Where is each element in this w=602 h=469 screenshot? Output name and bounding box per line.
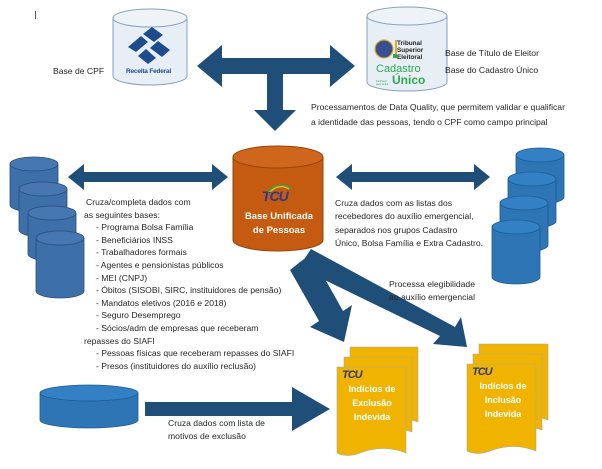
exclusion-doc-tcu-logo: TCU xyxy=(342,369,363,381)
right-desc-line-4: Único, Bolsa Família e Extra Cadastro. xyxy=(335,238,484,249)
central-title-line-1: Base Unificada xyxy=(244,211,314,222)
receita-federal-logo-text: Receita Federal xyxy=(126,68,172,75)
central-title-line-2: de Pessoas xyxy=(252,225,306,236)
base-item: - Seguro Desemprego xyxy=(96,310,181,321)
exclusion-reasons-line-2: motivos de exclusão xyxy=(168,431,246,441)
inclusion-doc-line-1: Indícios de xyxy=(479,381,527,391)
text-cursor xyxy=(35,11,36,19)
central-database-title: Base Unificada de Pessoas xyxy=(236,210,322,238)
left-database-stack xyxy=(9,156,85,299)
base-item: - Mandatos eletivos (2016 e 2018) xyxy=(96,297,227,308)
inclusion-doc-tcu-logo: TCU xyxy=(472,366,493,378)
cpf-base-label: Base de CPF xyxy=(53,66,105,76)
tse-line-1: Tribunal xyxy=(397,40,422,47)
right-double-arrow xyxy=(336,164,490,190)
right-database-stack xyxy=(491,147,565,285)
left-intro-line-1: Cruza/completa dados com xyxy=(86,197,191,207)
eligibility-arrows xyxy=(290,249,467,347)
tcu-arc-icon xyxy=(267,184,292,193)
top-t-arrow xyxy=(197,45,355,131)
tse-emblem-icon xyxy=(374,39,394,59)
inclusion-document-stack xyxy=(466,343,549,454)
cadastro-unico-base-label: Base do Cadastro Único xyxy=(445,65,539,75)
eligibility-line-2: ao auxílio emergencial xyxy=(389,292,475,302)
tse-logo-text: Tribunal Superior Eleitoral xyxy=(397,40,423,61)
cadastro-tagline: Conhecer para incluir xyxy=(376,80,389,86)
base-item: - Óbitos (SISOBI, SIRC, instituidores de… xyxy=(96,285,282,296)
inclusion-doc-title: Indícios de Inclusão Indevida xyxy=(469,379,537,421)
receita-federal-logo-icon xyxy=(128,27,170,64)
central-database xyxy=(232,145,324,252)
right-desc-line-1: Cruza dados com as listas dos xyxy=(335,198,453,208)
exclusion-reasons-database xyxy=(39,384,139,429)
right-desc-line-3: separados nos grupos Cadastro xyxy=(335,224,458,235)
top-right-labels: Base de Título de Eleitor Base do Cadast… xyxy=(445,45,539,79)
bottom-right-arrow xyxy=(145,387,330,431)
base-item: - Beneficiários INSS xyxy=(96,234,173,245)
voter-title-base-label: Base de Título de Eleitor xyxy=(445,48,539,58)
cadastro-unico-logo: Cadastro Conhecer para incluir Único xyxy=(376,63,426,87)
base-item: - Trabalhadores formais xyxy=(96,247,187,258)
bases-list: - Programa Bolsa Família- Beneficiários … xyxy=(84,221,294,334)
tse-line-2: Superior xyxy=(397,47,424,54)
tse-cadastro-database xyxy=(366,6,448,92)
exclusion-doc-title: Indícios de Exclusão Indevida xyxy=(337,382,407,424)
tse-line-3: Eleitoral xyxy=(397,54,423,61)
cadastro-logo-text: Cadastro xyxy=(376,63,421,75)
inclusion-doc-line-2: Inclusão xyxy=(484,395,522,405)
bases-extra-list: - Pessoas físicas que receberam repasses… xyxy=(84,347,294,372)
base-item: - Agentes e pensionistas públicos xyxy=(96,259,224,270)
data-quality-line-1: Processamentos de Data Quality, que perm… xyxy=(311,102,565,112)
base-item: - MEI (CNPJ) xyxy=(96,272,148,283)
eligibility-label: Processa elegibilidade ao auxílio emerge… xyxy=(389,278,475,304)
cadastro-logo-sub: Único xyxy=(392,73,426,87)
exclusion-reasons-label: Cruza dados com lista de motivos de excl… xyxy=(168,417,265,443)
inclusion-doc-line-3: Indevida xyxy=(484,409,522,419)
exclusion-reasons-line-1: Cruza dados com lista de xyxy=(168,418,265,428)
left-double-arrow xyxy=(68,164,228,190)
base-extra-item: - Pessoas físicas que receberam repasses… xyxy=(96,348,295,359)
exclusion-doc-line-3: Indevida xyxy=(353,412,391,422)
exclusion-document-stack xyxy=(336,346,419,456)
eligibility-line-1: Processa elegibilidade xyxy=(389,279,475,289)
left-intro-line-2: as seguintes bases: xyxy=(84,209,160,220)
exclusion-doc-line-1: Indícios de xyxy=(348,384,396,394)
exclusion-doc-line-2: Exclusão xyxy=(352,398,392,408)
base-extra-item: - Presos (instituidores do auxílio reclu… xyxy=(96,360,257,371)
data-quality-line-2: a identidade das pessoas, tendo o CPF co… xyxy=(311,117,548,127)
receita-federal-database xyxy=(112,8,188,86)
base-item: - Programa Bolsa Família xyxy=(96,222,194,233)
left-cross-description: Cruza/completa dados com as seguintes ba… xyxy=(84,196,294,372)
bases-continuation: repasses do SIAFI xyxy=(84,335,155,346)
data-quality-description: Processamentos de Data Quality, que perm… xyxy=(311,100,565,130)
base-item: - Sócios/adm de empresas que receberam xyxy=(96,322,259,333)
right-desc-line-2: recebedores do auxílio emergencial, xyxy=(335,211,474,222)
right-cross-description: Cruza dados com as listas dos recebedore… xyxy=(335,197,483,251)
